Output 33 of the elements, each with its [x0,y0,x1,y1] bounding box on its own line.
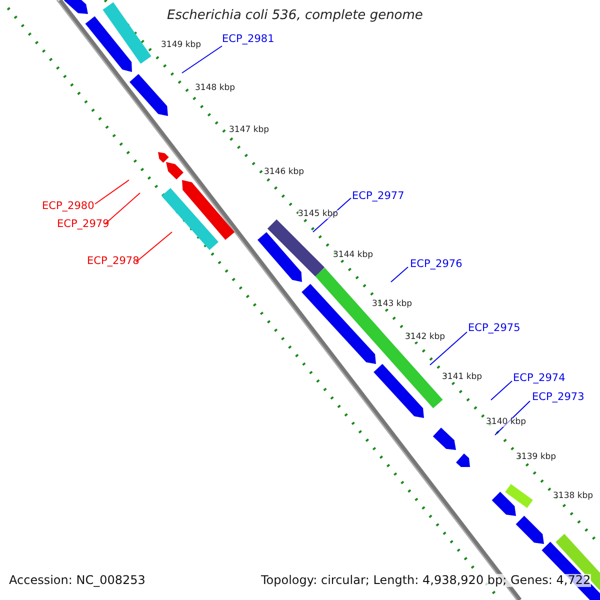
scale-label: 3138 kbp [553,492,594,502]
scale-label: 3147 kbp [229,126,270,136]
gene-label: ECP_2974 [513,373,566,385]
leader-line [494,400,530,436]
leader-line [490,380,512,400]
gene-label: ECP_2978 [87,256,140,268]
scale-label: 3149 kbp [161,41,202,50]
gene-label: ECP_2975 [468,323,520,335]
gene-label: ECP_2980 [42,201,94,213]
scale-label: 3146 kbp [264,168,304,178]
accession-text: Accession: NC_008253 [9,574,146,588]
scale-label: 3142 kbp [405,333,446,342]
scale-label: 3141 kbp [442,373,482,382]
leader-line [182,46,222,74]
gene-label: ECP_2981 [222,34,274,46]
leader-line [312,198,352,232]
leader-line [104,192,140,224]
scale-label: 3145 kbp [298,210,338,220]
leader-line [390,266,408,282]
chart-title: Escherichia coli 536, complete genome [167,9,423,24]
scale-label: 3148 kbp [195,84,236,94]
leader-line [430,332,468,366]
gene-label: ECP_2973 [532,392,584,404]
scale-label: 3140 kbp [486,418,526,428]
scale-label: 3144 kbp [333,251,374,260]
gene-label: ECP_2976 [410,259,462,271]
genome-summary: Topology: circular; Length: 4,938,920 bp; Genes: 4,722 [261,574,591,588]
leader-line [94,180,130,204]
scale-label: 3143 kbp [372,300,412,310]
scale-label: 3139 kbp [516,453,556,462]
leader-line [136,232,172,262]
gene-label: ECP_2979 [57,219,110,231]
gene-label: ECP_2977 [352,191,404,203]
